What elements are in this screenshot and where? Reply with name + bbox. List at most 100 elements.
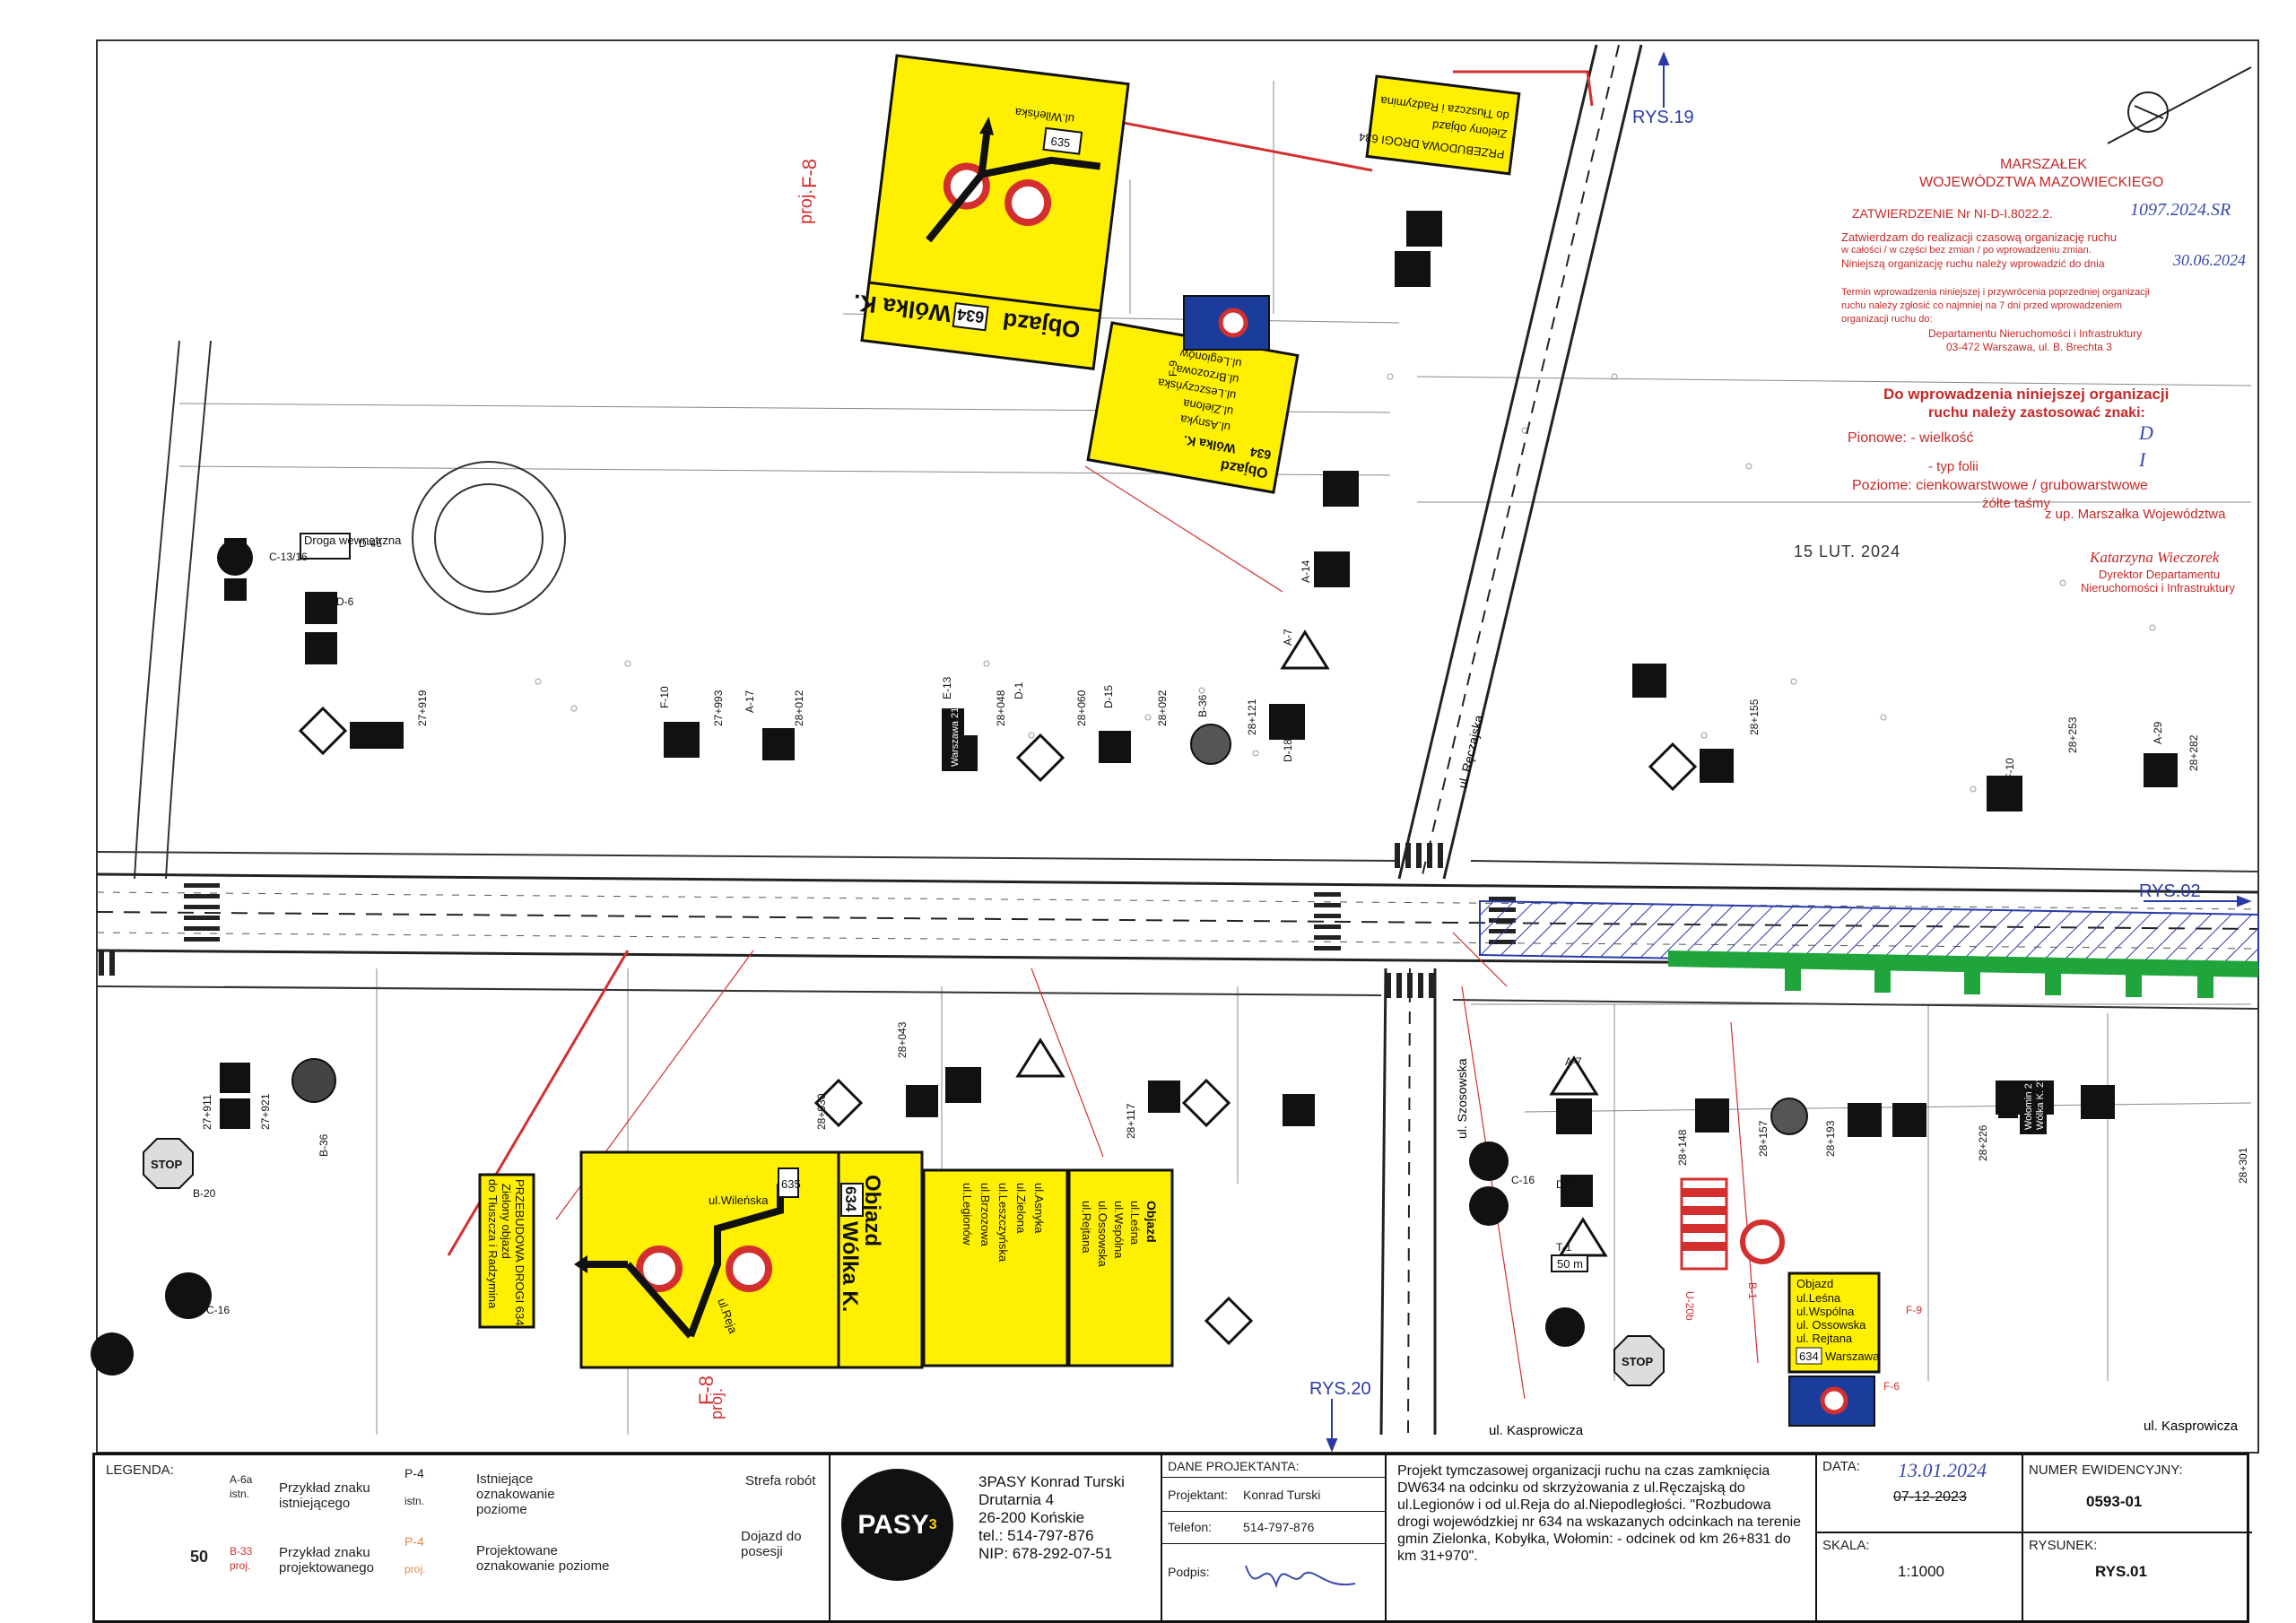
date-label: DATA: [1822,1459,1860,1474]
sign-code-labels: D-46 C-13/16 D-6 F-10 A-17 E-13 D-1 D-15… [193,360,2164,1393]
title-block: LEGENDA: A-6a istn. Przykład znaku istni… [92,1453,2252,1623]
north-arrow-icon [2107,66,2252,144]
legend-p4-istn: istn. [404,1495,425,1507]
approval-org2: WOJEWÓDZTWA MAZOWIECKIEGO [1919,175,2164,190]
svg-text:A-7: A-7 [1565,1055,1582,1068]
svg-text:Warszawa: Warszawa [1825,1350,1880,1363]
plates: Droga wewnętrzna Warszawa 21 Wołomin 2 W… [300,533,2047,1271]
svg-text:ul.Leśna: ul.Leśna [1128,1201,1142,1245]
svg-text:27+921: 27+921 [259,1093,272,1130]
svg-text:27+919: 27+919 [416,690,429,726]
designer-sign-label: Podpis: [1168,1565,1210,1579]
date-scale-panel: DATA: 13.01.2024 07-12-2023 SKALA: 1:100… [1817,1455,2023,1620]
svg-text:28+030: 28+030 [815,1093,828,1130]
rys-bottom-label[interactable]: RYS.20 [1309,1379,1371,1399]
svg-text:Wólka K.: Wólka K. [838,1221,862,1312]
svg-text:D-2: D-2 [1556,1178,1574,1191]
approval-stamp: MARSZAŁEK WOJEWÓDZTWA MAZOWIECKIEGO ZATW… [1794,157,2278,623]
designer-phone-value: 514-797-876 [1243,1520,1315,1534]
svg-text:D-6: D-6 [336,595,354,608]
svg-text:28+253: 28+253 [2066,716,2079,753]
svg-text:ul.Wspólna: ul.Wspólna [1112,1201,1126,1259]
approval-do-wpr2: ruchu należy zastosować znaki: [1928,405,2145,421]
svg-text:634: 634 [956,305,985,326]
approval-signer-title2: Nieruchomości i Infrastruktury [2081,581,2235,595]
stop-sign-right: STOP [1613,1335,1665,1386]
approval-line5: ruchu należy zgłosić co najmniej na 7 dn… [1841,300,2123,311]
svg-text:635: 635 [1050,135,1071,151]
figure-label: RYSUNEK: [2029,1538,2098,1553]
chainage-labels: 27+919 27+993 28+012 28+048 28+060 28+09… [201,690,2249,1184]
terrain-texture [535,373,2156,793]
svg-text:F-9: F-9 [1167,360,1179,377]
detour-board-small: Objazd ul.Leśna ul.Wspólna ul. Ossowska … [1787,1271,1881,1374]
svg-text:Objazd: Objazd [1796,1277,1833,1290]
svg-text:634: 634 [842,1186,859,1212]
figure-value: RYS.01 [2095,1563,2147,1580]
svg-text:D-1: D-1 [1013,681,1025,699]
rys-top-label[interactable]: RYS.19 [1632,108,1694,127]
svg-text:T-1: T-1 [1556,1241,1572,1254]
svg-text:28+043: 28+043 [896,1021,909,1058]
legend-speed-value: 50 [190,1548,209,1566]
svg-text:ul. Ossowska: ul. Ossowska [1796,1318,1866,1332]
yield-sign-icon [1280,629,1330,670]
svg-text:28+282: 28+282 [2187,734,2200,771]
stop-sign-left: STOP [143,1138,194,1189]
svg-text:ul.Rejtana: ul.Rejtana [1080,1201,1093,1254]
svg-text:634: 634 [1248,445,1272,463]
svg-text:50 m: 50 m [1557,1257,1583,1271]
approval-pionowe: Pionowe: - wielkość [1848,430,1974,446]
legend-panel: LEGENDA: A-6a istn. Przykład znaku istni… [95,1455,831,1620]
road-signs [91,211,2178,1376]
date-old: 07-12-2023 [1893,1489,1967,1505]
legend-proj: proj. [230,1559,251,1572]
svg-text:28+060: 28+060 [1075,690,1088,726]
svg-text:STOP: STOP [1622,1355,1653,1368]
street-bottom-right: ul. Kasprowicza [2144,1419,2239,1434]
approval-pionowe-hand: D [2139,421,2153,444]
svg-text:27+993: 27+993 [712,690,725,726]
svg-text:A-7: A-7 [1282,629,1294,646]
legend-p4-proj-label: proj. [404,1563,426,1575]
no-stopping-icon [1190,724,1231,765]
lane-sign-icon [664,722,700,758]
detour-board-bottom-streets: ul.Asnyka ul.Zielona ul.Leszczyńska ul.B… [922,1168,1174,1367]
approval-z-up: z up. Marszałka Województwa [2045,507,2226,522]
svg-text:STOP: STOP [151,1158,182,1171]
date-new: 13.01.2024 [1898,1459,1987,1481]
continuation-arrows [1326,51,2252,1453]
svg-text:C-16: C-16 [206,1304,230,1316]
reconstruction-board-left: PRZEBUDOWA DROGI 634 Zielony objazd do T… [478,1173,535,1329]
svg-text:E-13: E-13 [941,676,953,699]
approval-folia: - typ folii [1928,459,1979,474]
drawing-frame [96,39,2259,1454]
svg-text:28+155: 28+155 [1748,699,1761,735]
property-access [1668,950,2258,998]
approval-signer: Katarzyna Wieczorek [2090,549,2220,566]
project-panel: Projekt tymczasowej organizacji ruchu na… [1387,1455,1817,1620]
legend-access: Dojazd do posesji [741,1529,802,1559]
designer-role-label: Projektant: [1168,1488,1228,1502]
street-bottom-left: ul. Kasprowicza [1489,1423,1584,1438]
approval-line8: 03-472 Warszawa, ul. B. Brechta 3 [1946,341,2112,353]
svg-text:D-18: D-18 [1282,739,1294,762]
svg-text:B-20: B-20 [193,1187,216,1200]
rys-right-label[interactable]: RYS.02 [2139,881,2201,901]
board-top-label: F-8 [798,159,821,188]
svg-text:28+148: 28+148 [1676,1129,1689,1166]
svg-text:D-15: D-15 [1102,685,1115,708]
approval-line4: Termin wprowadzenia niniejszej i przywró… [1841,287,2150,298]
svg-text:Wólka K. 27: Wólka K. 27 [2035,1077,2046,1130]
svg-text:A-17: A-17 [744,690,756,713]
priority-road-icon [298,706,348,756]
svg-text:Zielony objazd: Zielony objazd [500,1184,513,1259]
svg-text:ul.Leśna: ul.Leśna [1796,1291,1841,1305]
detour-board-mid: Objazd 634 Wólka K. ul.Asnyka ul.Zielona… [1086,321,1300,494]
legend-b33: B-33 [230,1545,253,1558]
bike-path-icon [1545,1307,1585,1347]
svg-text:do Tłuszcza i Radzymina: do Tłuszcza i Radzymina [486,1179,500,1309]
company-city: 26-200 Końskie [978,1509,1085,1526]
